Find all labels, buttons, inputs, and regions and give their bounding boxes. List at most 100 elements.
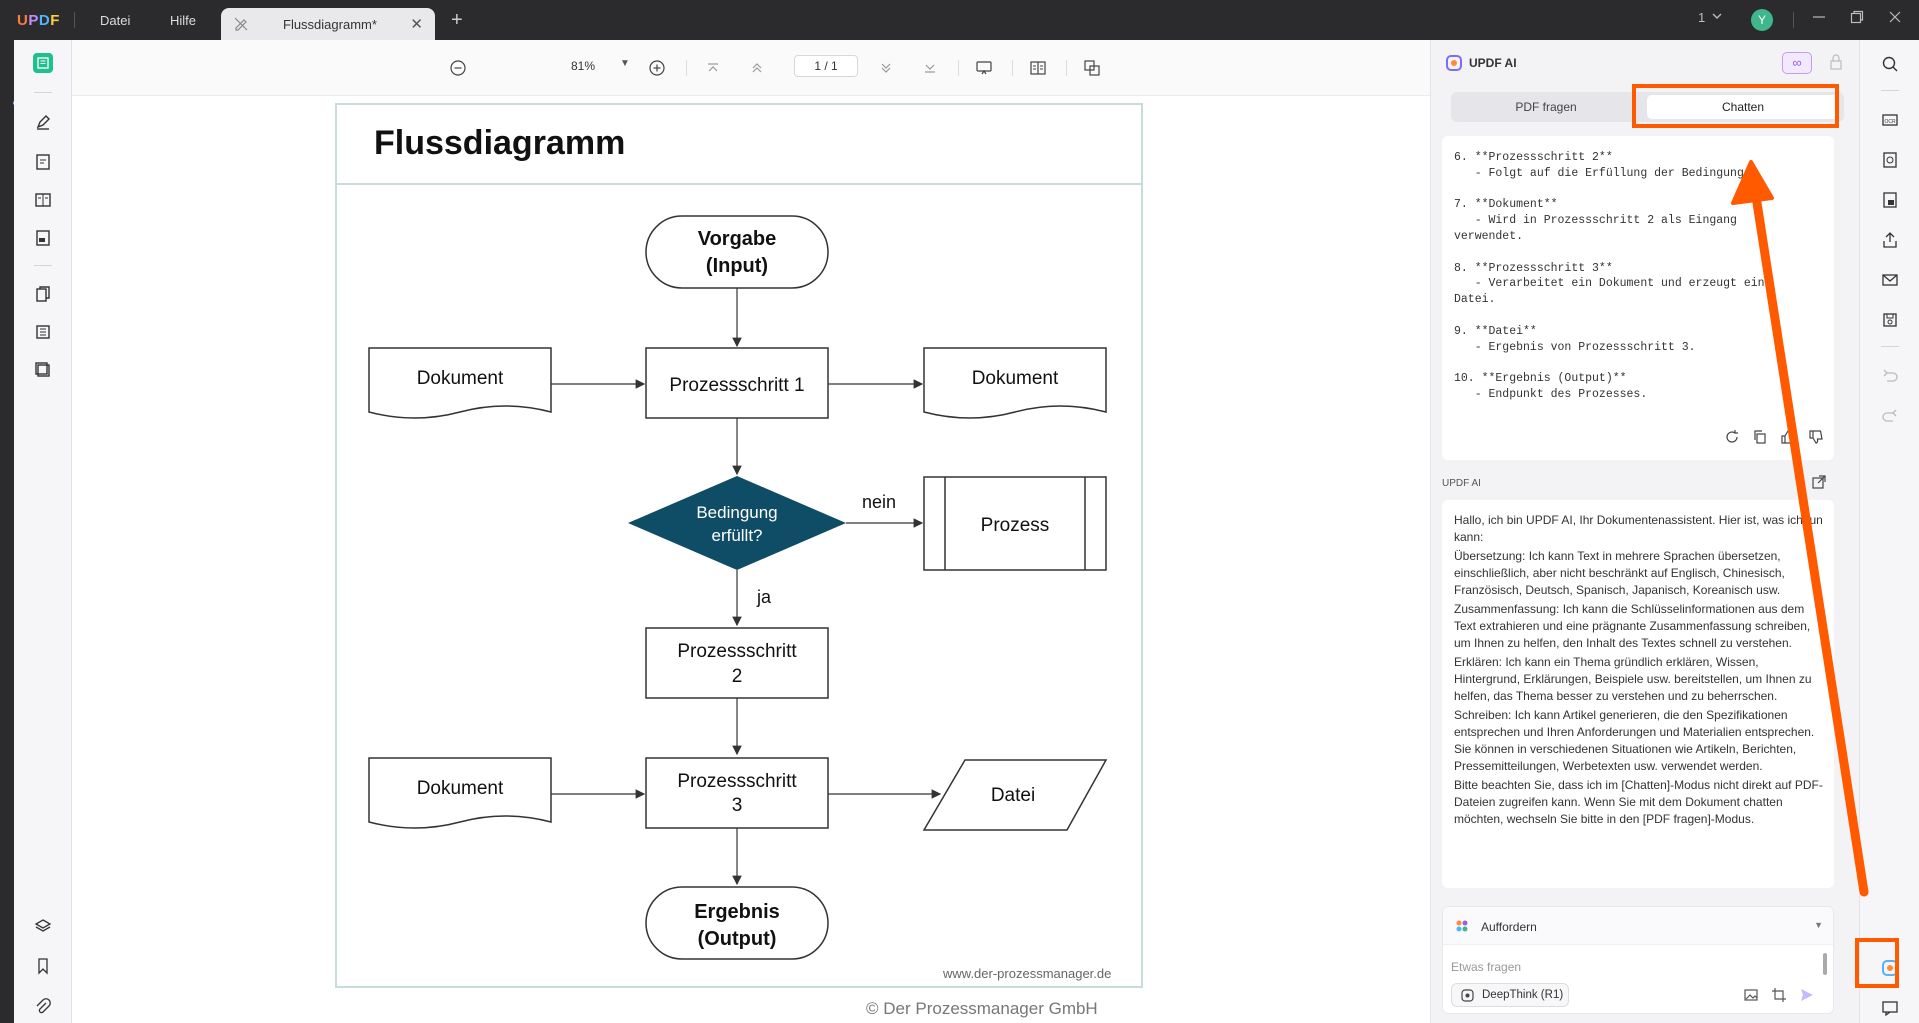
svg-text:OCR: OCR: [1884, 119, 1896, 125]
close-window-icon[interactable]: [1888, 10, 1902, 27]
tab-pdf-fragen[interactable]: PDF fragen: [1515, 100, 1577, 114]
highlight-chatten-tab: [1632, 84, 1839, 128]
presentation-icon[interactable]: [972, 56, 996, 80]
deepthink-button[interactable]: DeepThink (R1): [1451, 983, 1569, 1007]
comment-highlighter-icon[interactable]: [33, 112, 53, 132]
edit-off-icon: [233, 16, 249, 37]
response-actions: [1724, 429, 1824, 450]
output-label-1: Ergebnis: [694, 901, 780, 923]
next-page-icon[interactable]: [874, 56, 898, 80]
thumbs-down-icon[interactable]: [1808, 429, 1824, 450]
divider: [958, 60, 959, 76]
zoom-out-icon[interactable]: [446, 56, 470, 80]
input-scrollbar[interactable]: [1823, 953, 1827, 975]
answer-paragraph: Bitte beachten Sie, dass ich im [Chatten…: [1454, 778, 1823, 826]
doc-right-1-label: Dokument: [972, 368, 1059, 389]
chat-response-line: 7. **Dokument**: [1454, 198, 1558, 212]
send-icon[interactable]: [1799, 987, 1815, 1008]
screenshot-crop-icon[interactable]: [1771, 987, 1787, 1008]
organize-pages-icon[interactable]: [33, 284, 53, 304]
page-display-icon[interactable]: [1026, 56, 1050, 80]
add-tab-button[interactable]: +: [451, 9, 463, 31]
chat-response-line: [1454, 355, 1771, 371]
close-tab-icon[interactable]: ✕: [410, 16, 423, 33]
last-page-icon[interactable]: [918, 56, 942, 80]
page-layout-icon[interactable]: [33, 190, 53, 210]
search-icon[interactable]: [1880, 54, 1900, 74]
reader-mode-icon[interactable]: [33, 53, 53, 73]
chat-response-line: [1454, 245, 1771, 261]
mail-icon[interactable]: [1880, 270, 1900, 290]
ask-input[interactable]: [1451, 957, 1811, 977]
copyright: © Der Prozessmanager GmbH: [866, 999, 1098, 1018]
tab-chatten[interactable]: Chatten: [1647, 95, 1839, 119]
crop-pages-icon[interactable]: [33, 322, 53, 342]
zoom-dropdown-icon[interactable]: ▼: [620, 58, 630, 69]
save-icon[interactable]: [1880, 310, 1900, 330]
menu-file[interactable]: Datei: [100, 13, 131, 28]
minimize-icon[interactable]: [1812, 10, 1826, 27]
input-terminal: [645, 215, 829, 289]
unlimited-badge[interactable]: ∞: [1782, 52, 1812, 74]
file-shape: [922, 759, 1108, 831]
title-bar: UPDF Datei Hilfe Flussdiagramm* ✕ + 1 Y: [0, 0, 1919, 40]
open-external-icon[interactable]: [1811, 474, 1827, 495]
answer-paragraph: Übersetzung: Ich kann Text in mehrere Sp…: [1454, 549, 1785, 597]
layers-icon[interactable]: [33, 916, 53, 936]
menu-help[interactable]: Hilfe: [170, 13, 197, 28]
left-tool-sidebar: [14, 40, 72, 1023]
answer-paragraph: Hallo, ich bin UPDF AI, Ihr Dokumentenas…: [1454, 513, 1823, 544]
form-icon[interactable]: [33, 228, 53, 248]
process-box: [923, 476, 1107, 571]
redo-icon[interactable]: [1880, 406, 1900, 426]
convert-icon[interactable]: [1880, 150, 1900, 170]
output-terminal: [645, 886, 829, 960]
attachment-icon[interactable]: [33, 997, 53, 1017]
step1-label: Prozessschritt 1: [669, 375, 804, 396]
protect-icon[interactable]: [1880, 190, 1900, 210]
image-icon[interactable]: [1743, 987, 1759, 1008]
comments-icon[interactable]: [1880, 998, 1900, 1018]
thumbs-up-icon[interactable]: [1780, 429, 1796, 450]
regenerate-icon[interactable]: [1724, 429, 1740, 450]
divider: [1012, 60, 1013, 76]
ai-panel-title: UPDF AI: [1469, 56, 1517, 70]
window-count[interactable]: 1: [1698, 10, 1706, 25]
doc-left-1-shape: [368, 347, 552, 419]
flowchart-diagram: Vorgabe (Input) Dokument Prozessschritt …: [368, 215, 1108, 960]
page-number-input[interactable]: 1 / 1: [794, 55, 858, 77]
divider: [1793, 12, 1794, 28]
lock-icon[interactable]: [1829, 53, 1843, 76]
avatar[interactable]: Y: [1751, 9, 1773, 31]
previous-page-icon[interactable]: [745, 56, 769, 80]
edit-pdf-icon[interactable]: [33, 152, 53, 172]
watermark: www.der-prozessmanager.de: [943, 966, 1112, 981]
compare-icon[interactable]: [1080, 56, 1104, 80]
restore-icon[interactable]: [1850, 10, 1864, 27]
chevron-down-icon[interactable]: [1711, 8, 1723, 27]
zoom-level[interactable]: 81%: [571, 59, 596, 73]
bookmark-icon[interactable]: [33, 956, 53, 976]
copy-icon[interactable]: [1752, 429, 1768, 450]
input-label-1: Vorgabe: [698, 228, 777, 250]
stamp-icon[interactable]: [33, 360, 53, 380]
divider: [34, 92, 52, 93]
share-icon[interactable]: [1880, 230, 1900, 250]
prompt-selector[interactable]: Auffordern ▼: [1443, 907, 1833, 945]
chat-response-line: 8. **Prozessschritt 3**: [1454, 261, 1613, 275]
zoom-in-icon[interactable]: [645, 56, 669, 80]
undo-icon[interactable]: [1880, 366, 1900, 386]
chat-response-line: [1454, 308, 1771, 324]
first-page-icon[interactable]: [701, 56, 725, 80]
decision-diamond: [628, 476, 846, 570]
step3-box: [645, 757, 829, 829]
document-tab[interactable]: Flussdiagramm* ✕: [221, 8, 435, 40]
doc-left-2-label: Dokument: [417, 778, 504, 799]
step2-box: [645, 627, 829, 699]
document-title: Flussdiagramm: [374, 124, 626, 162]
file-label: Datei: [991, 785, 1035, 806]
divider: [1066, 60, 1067, 76]
right-tool-rail: OCR: [1859, 40, 1919, 1023]
ocr-icon[interactable]: OCR: [1880, 110, 1900, 130]
chat-response-line: - Endpunkt des Prozesses.: [1454, 387, 1648, 401]
